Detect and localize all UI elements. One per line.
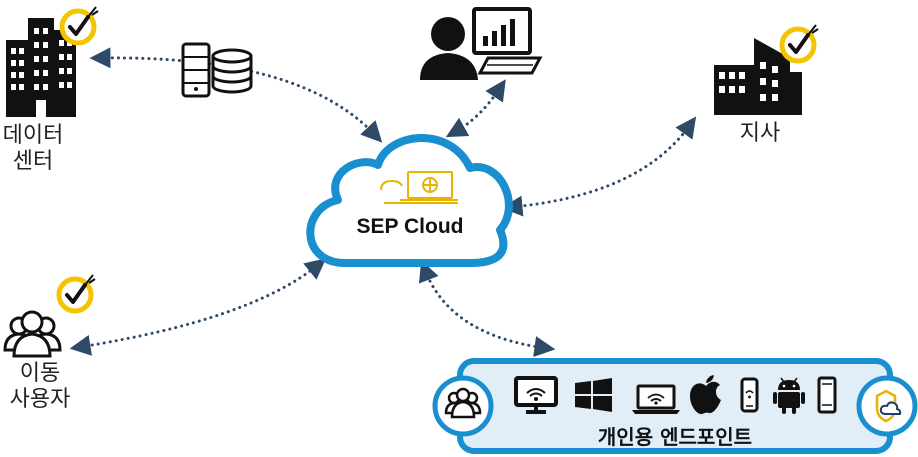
datacenter-label-line2: 센터 (12, 149, 54, 174)
norton-check-badge (62, 7, 98, 43)
connector-branch-cloud (501, 116, 697, 217)
office-building-icon (6, 18, 76, 117)
norton-check-badge (59, 275, 95, 311)
users-group-icon (3, 310, 62, 358)
cloud-console-icon (306, 134, 513, 267)
users-group-icon (444, 387, 482, 419)
windows-icon (575, 378, 612, 412)
admin-at-monitor-icon (420, 7, 543, 80)
datacenter-label-line1: 데이터 (2, 123, 64, 148)
connector-admin-cloud (445, 79, 506, 138)
laptop-wifi-icon (632, 384, 680, 414)
mobile-device-icon (817, 376, 837, 414)
endpoints-label: 개인용 엔드포인트 (597, 425, 753, 449)
mobile-users-label-line1: 이동 (19, 361, 61, 386)
server-icon (181, 42, 211, 98)
mobile-users-label-line2: 사용자 (9, 387, 71, 412)
android-icon (773, 377, 805, 414)
norton-check-badge (782, 25, 818, 61)
cloud-label: SEP Cloud (356, 215, 464, 238)
connector-cloud-endpoints (418, 260, 556, 357)
connector-datacenter-cloud (89, 47, 383, 143)
apple-icon (690, 375, 721, 415)
monitor-wifi-icon (514, 376, 558, 414)
shield-cloud-icon (875, 389, 902, 423)
datacenter-label: 데이터 센터 (2, 123, 64, 175)
connector-mobile-cloud (69, 258, 327, 356)
database-icon (211, 48, 253, 94)
mobile-users-label: 이동 사용자 (0, 361, 80, 413)
phone-icon (740, 377, 759, 413)
connectors (69, 47, 697, 357)
branch-label: 지사 (739, 121, 781, 146)
branch-office-building-icon (714, 38, 802, 115)
